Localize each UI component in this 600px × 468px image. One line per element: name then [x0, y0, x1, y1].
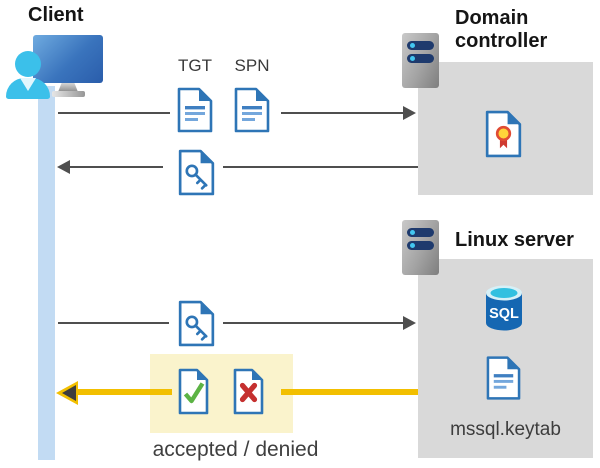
monitor-icon — [33, 35, 103, 83]
domain-controller-server-icon — [402, 33, 439, 88]
sql-database-icon: SQL — [485, 284, 523, 332]
tgt-label: TGT — [178, 56, 212, 75]
server-led-icon — [410, 43, 415, 48]
arrow-line — [221, 322, 404, 324]
key-ticket-document-icon — [178, 300, 215, 347]
arrow-line — [221, 166, 418, 168]
domain-controller-title: Domain controller — [455, 7, 548, 52]
arrowhead-right-icon — [403, 106, 416, 120]
keytab-file-icon — [486, 354, 521, 402]
monitor-stand-base — [52, 91, 85, 97]
result-label: accepted / denied — [152, 438, 319, 461]
arrow-line — [69, 166, 163, 168]
tgt-document-icon — [177, 87, 213, 133]
arrowhead-left-dark-icon — [62, 385, 76, 401]
certificate-icon — [485, 110, 522, 158]
client-lifeline — [38, 86, 55, 460]
denied-document-icon — [233, 368, 264, 415]
keytab-label: mssql.keytab — [450, 419, 561, 440]
accepted-document-icon — [178, 368, 209, 415]
client-workstation-icon — [0, 30, 110, 100]
monitor-stand — [58, 83, 78, 92]
linux-server-title: Linux server — [455, 229, 574, 251]
key-ticket-document-icon — [178, 149, 215, 196]
linux-server-icon — [402, 220, 439, 275]
sql-label: SQL — [489, 306, 519, 322]
server-led-icon — [410, 230, 415, 235]
spn-label: SPN — [234, 56, 270, 75]
arrow-line — [58, 322, 172, 324]
arrowhead-right-icon — [403, 316, 416, 330]
spn-document-icon — [234, 87, 270, 133]
arrow-line — [58, 112, 172, 114]
result-highlight — [150, 354, 293, 433]
server-led-icon — [410, 243, 415, 248]
arrow-line — [74, 389, 172, 395]
arrow-line — [281, 389, 418, 395]
client-label: Client — [28, 4, 84, 26]
arrowhead-left-icon — [57, 160, 70, 174]
person-icon — [15, 51, 41, 77]
server-led-icon — [410, 56, 415, 61]
arrow-line — [281, 112, 404, 114]
